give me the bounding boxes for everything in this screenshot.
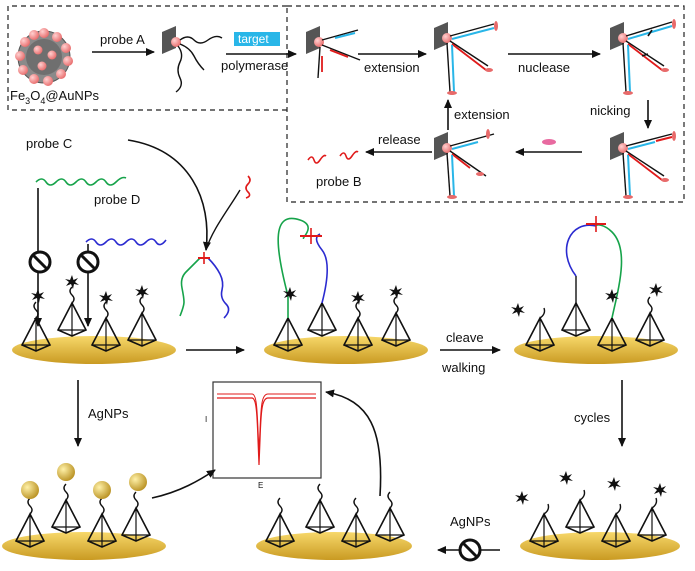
agnps-right-label: AgNPs [450,514,491,529]
nicking-enzyme-bead [542,139,556,145]
probe-d-label: probe D [94,192,140,207]
probe-c-strand [35,176,127,186]
release-label: release [378,132,421,147]
probe-b-strand [339,150,359,160]
probe-b-strand [307,154,327,164]
cycles-label: cycles [574,410,611,425]
target-bound-complex [306,26,361,79]
hybrid-probe [179,252,230,319]
nuclease-label: nuclease [518,60,570,75]
extended-complex [434,21,498,95]
probe-b-strand [245,175,251,199]
probe-a-label: probe A [100,32,145,47]
electrode-platform-5 [256,483,412,560]
probe-b-label: probe B [316,174,362,189]
reaction-box-ext [7,5,287,111]
extension-top-label: extension [364,60,420,75]
blocked-icon [28,250,52,274]
probe-d-strand [85,238,167,246]
voltammogram-inset: I E [205,381,322,490]
arrow-icon [151,469,216,499]
target-label: target [238,32,269,46]
walking-label: walking [441,360,485,375]
target-badge [234,32,280,46]
released-complex [434,129,495,199]
extension-mid-label: extension [454,107,510,122]
electrode-platform-6 [515,471,680,560]
polymerase-label: polymerase [221,58,288,73]
axis-i-label: I [205,415,207,424]
cleave-label: cleave [446,330,484,345]
agnps-left-label: AgNPs [88,406,129,421]
axis-e-label: E [258,481,263,490]
electrode-platform-1 [12,275,176,364]
electrode-platform-2 [264,217,428,364]
nuclease-complex [610,19,676,95]
arrow-icon [325,389,382,497]
blocked-icon [76,250,100,274]
probe-c-label: probe C [26,136,72,151]
np-name-label: Fe3O4@AuNPs [10,88,99,106]
electrode-platform-3 [511,216,678,364]
reaction-box [286,5,685,203]
arrow-icon [205,189,241,251]
probe-a-complex [162,26,223,93]
nicked-complex [610,131,676,199]
fe3o4-aunp-particle [15,28,73,86]
electrode-platform-4 [2,463,166,560]
blocked-icon [458,538,482,562]
arrow-icon [127,139,211,251]
nicking-label: nicking [590,103,630,118]
